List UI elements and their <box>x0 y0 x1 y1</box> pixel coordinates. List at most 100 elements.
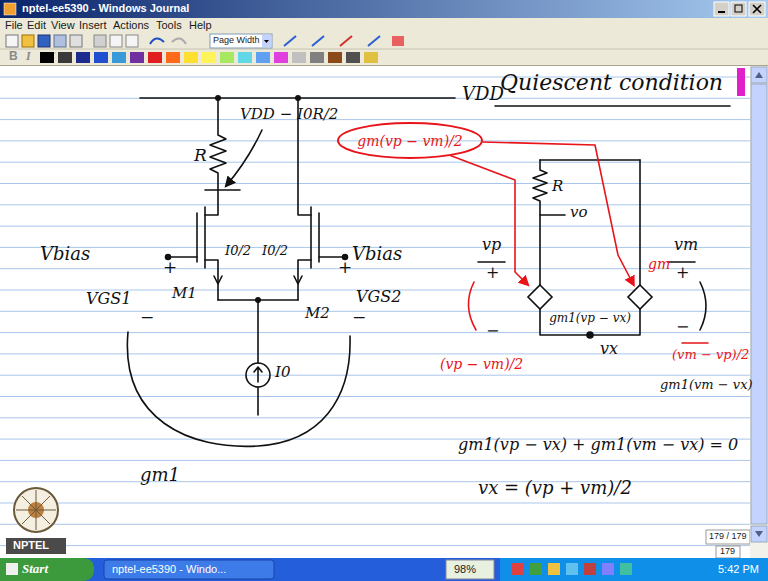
journal-page <box>0 417 750 418</box>
menu-bar <box>0 18 768 32</box>
circuit-ink <box>495 105 730 107</box>
journal-page <box>0 204 750 205</box>
toolbar <box>312 36 324 46</box>
circuit-ink <box>540 159 640 161</box>
window-title: nptel-ee5390 - Windows Journal <box>22 2 189 15</box>
journal-page <box>0 119 750 120</box>
toolbar <box>202 52 216 63</box>
journal-page <box>0 162 750 163</box>
circuit-ink <box>540 309 640 335</box>
battery-indicator: 98% <box>454 563 476 576</box>
scrollbar <box>751 67 767 83</box>
toolbar <box>262 35 271 47</box>
circuit-ink <box>533 160 547 285</box>
annotation-arrow <box>483 142 634 285</box>
toolbar <box>110 35 122 47</box>
toolbar <box>310 52 324 63</box>
scrollbar <box>755 72 763 78</box>
circuit-ink <box>205 98 226 215</box>
diamond-symbol <box>628 285 652 309</box>
circuit-ink <box>310 207 312 268</box>
red-annotation <box>682 342 708 344</box>
transistor-label: M2 <box>305 305 330 322</box>
journal-page <box>0 545 750 546</box>
toolbar <box>364 52 378 63</box>
menu-item: View <box>51 19 75 32</box>
circled-expression: gm(vp − vm)/2 <box>337 122 483 159</box>
toolbar <box>150 38 164 44</box>
nptel-logo <box>6 538 66 554</box>
current-label: I0/2 <box>225 244 251 259</box>
journal-page <box>737 68 745 96</box>
polarity-sign: − <box>140 308 154 328</box>
toolbar <box>54 35 66 47</box>
menu-item: Help <box>189 19 212 32</box>
taskbar <box>602 563 614 575</box>
toolbar <box>148 52 162 63</box>
journal-page <box>0 268 750 269</box>
title-bar <box>4 3 16 15</box>
circuit-ink <box>294 276 302 284</box>
title-bar <box>714 2 729 16</box>
start-button: Start <box>22 562 48 577</box>
node-voltage-label: vx <box>600 340 618 358</box>
polarity-sign: + <box>676 264 689 282</box>
title-bar <box>718 11 725 13</box>
title-bar <box>0 0 768 18</box>
page-counter <box>716 546 740 558</box>
journal-page <box>0 481 750 482</box>
dependent-source: gm1(vp − vx) <box>528 285 552 309</box>
title-bar <box>735 5 742 12</box>
equation: gm1(vp − vx) + gm1(vm − vx) = 0 <box>458 436 738 454</box>
polarity-sign: + <box>163 258 177 278</box>
signal-label: Vbias <box>352 244 402 265</box>
taskbar <box>584 563 596 575</box>
toolbar <box>328 52 342 63</box>
annotation-arrow <box>450 155 528 285</box>
taskbar <box>500 558 768 581</box>
supply-label: VDD <box>462 84 504 105</box>
scrollbar <box>750 66 768 558</box>
format-button: B <box>9 50 18 64</box>
taskbar <box>566 563 578 575</box>
nptel-logo <box>6 488 66 554</box>
transconductance-label: gm1 <box>140 465 180 486</box>
scrollbar <box>755 531 763 537</box>
title-bar <box>749 2 765 16</box>
page-counter <box>706 530 750 558</box>
toolbar <box>264 40 269 43</box>
toolbar <box>0 32 768 66</box>
circuit-ink <box>257 300 259 363</box>
journal-page <box>0 98 750 99</box>
title-bar <box>731 2 746 16</box>
toolbar <box>126 35 138 47</box>
circuit-ink <box>668 261 695 263</box>
page-number: 179 <box>720 546 735 556</box>
voltage-note: (vm − vp)/2 <box>672 348 749 363</box>
journal-page <box>0 353 750 354</box>
circuit-ink <box>226 130 262 186</box>
node-text: gm <box>648 256 670 272</box>
journal-page <box>0 183 750 184</box>
page-counter <box>706 530 750 544</box>
toolbar <box>22 35 34 47</box>
toolbar <box>58 52 72 63</box>
circuit-ink <box>257 387 259 415</box>
taskbar <box>512 563 524 575</box>
circuit-ink <box>127 96 730 447</box>
circuit-ink <box>540 214 565 216</box>
component-label: R <box>194 146 207 166</box>
equation: vx = (vp + vm)/2 <box>478 478 632 499</box>
diamond-symbol <box>528 285 552 309</box>
toolbar <box>368 36 380 46</box>
circuit-ink <box>318 213 320 262</box>
toolbar <box>172 38 186 44</box>
node-text: gm1(vp − vx) <box>549 312 631 326</box>
red-annotation <box>468 282 476 330</box>
circuit-ink <box>254 367 262 382</box>
toolbar <box>0 65 768 66</box>
node-voltage-label: vo <box>570 204 588 221</box>
voltage-label: VGS1 <box>86 290 131 308</box>
menu-bar <box>0 18 768 32</box>
